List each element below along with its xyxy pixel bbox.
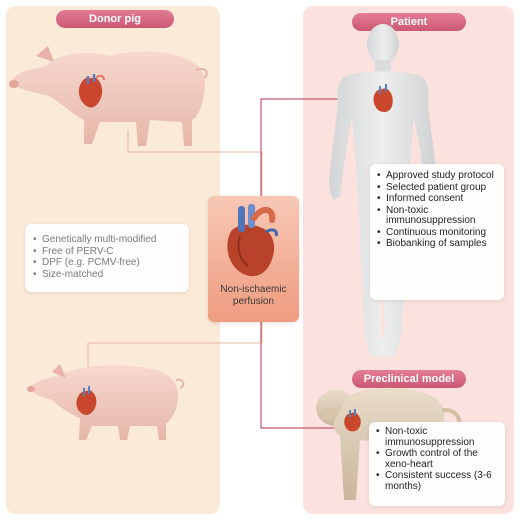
non-ischaemic-perfusion-box: Non-ischaemic perfusion [208,196,299,322]
patient-criterion: Selected patient group [377,182,498,194]
donor-pig-top-heart-icon [78,74,105,108]
perfusion-label-line1: Non-ischaemic [220,284,287,295]
donor-criterion: DPF (e.g. PCMV-free) [33,257,183,269]
perfusion-label-line2: perfusion [232,296,275,307]
patient-criterion: Non-toxic immunosuppression [377,205,498,227]
donor-criteria-box: Genetically multi-modified Free of PERV-… [25,224,189,292]
donor-connector-top [127,130,263,196]
patient-criterion: Informed consent [377,193,498,205]
donor-criterion: Free of PERV-C [33,246,183,258]
preclinical-criterion: Consistent success (3-6 months) [376,470,499,492]
patient-criterion: Biobanking of samples [377,238,498,250]
patient-criteria-box: Approved study protocol Selected patient… [370,164,504,300]
donor-criterion: Genetically multi-modified [33,234,183,246]
preclinical-model-title: Preclinical model [352,370,466,388]
patient-criterion: Approved study protocol [377,170,498,182]
arrow-to-patient [260,94,360,196]
perfusion-label: Non-ischaemic perfusion [208,284,299,308]
arrow-to-preclinical [260,322,359,433]
patient-criterion: Continuous monitoring [377,227,498,239]
donor-pig-title: Donor pig [56,10,174,28]
donor-pig-bottom-heart-icon [76,386,97,415]
donor-criterion: Size-matched [33,269,183,281]
donor-pig-bottom-illustration [27,364,185,440]
perfusion-heart-icon [227,204,278,277]
preclinical-criterion: Growth control of the xeno-heart [376,448,499,470]
donor-pig-top-illustration [9,46,208,146]
primate-heart-icon [344,409,361,432]
preclinical-criteria-box: Non-toxic immunosuppression Growth contr… [369,422,505,506]
patient-heart-icon [373,84,393,113]
preclinical-criterion: Non-toxic immunosuppression [376,426,499,448]
